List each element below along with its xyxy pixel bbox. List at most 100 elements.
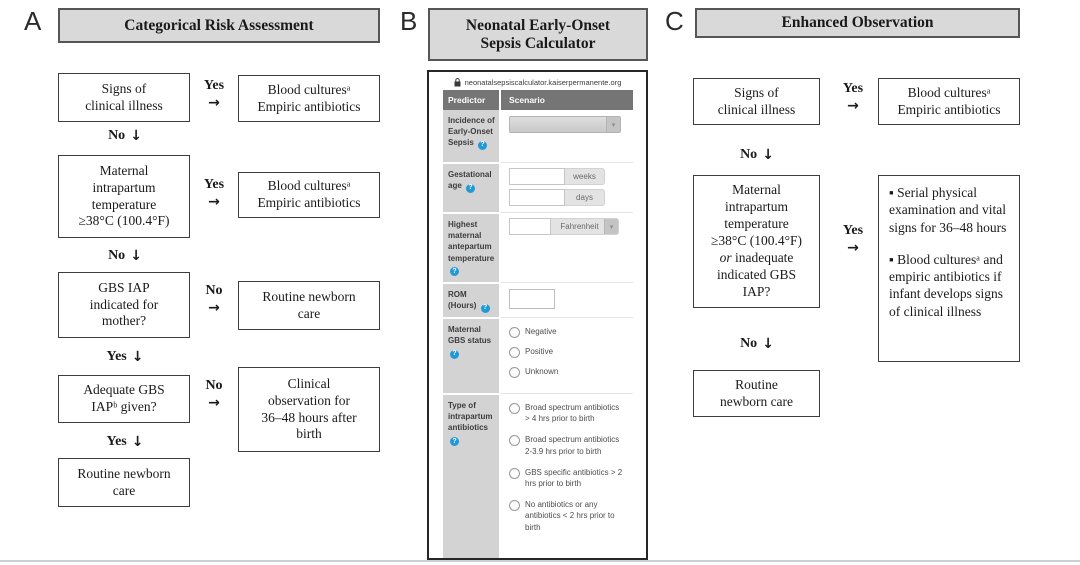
radio-option-unknown[interactable]: Unknown <box>509 366 628 378</box>
panel-c-title: Enhanced Observation <box>695 8 1020 38</box>
no-label: No <box>205 283 223 298</box>
box-maternal-temperature-or-inadequate-iap: Maternal intrapartum temperature ≥38°C (… <box>693 175 820 308</box>
radio-option-gbs-specific[interactable]: GBS specific antibiotics > 2 hrs prior t… <box>509 467 628 489</box>
dropdown-arrow-icon <box>606 117 620 132</box>
connector-yes-1-c: Yes → <box>835 81 871 112</box>
predictor-label: Type of intrapartum antibiotics <box>448 401 493 433</box>
panel-b-label: B <box>400 6 418 36</box>
connector-no-2-c: No ↓ <box>731 336 783 352</box>
predictor-cell: Gestational age ? <box>443 162 501 212</box>
box-adequate-gbs-iap: Adequate GBS IAPᵇ given? <box>58 375 190 423</box>
radio-option-broad-2-39hrs[interactable]: Broad spectrum antibiotics 2-3.9 hrs pri… <box>509 434 628 456</box>
weeks-input[interactable] <box>509 168 565 185</box>
panel-b-title: Neonatal Early-Onset Sepsis Calculator <box>428 8 648 61</box>
predictor-label: Highest maternal antepartum temperature <box>448 220 495 263</box>
scenario-cell <box>501 110 633 162</box>
temp-text-part1: Maternal intrapartum temperature ≥38°C (… <box>711 182 802 249</box>
rom-hours-input[interactable] <box>509 289 555 309</box>
panel-a-title: Categorical Risk Assessment <box>58 8 380 43</box>
connector-yes-1-a: Yes → <box>196 78 232 111</box>
panel-a-label: A <box>24 6 42 36</box>
or-word: or <box>719 249 732 265</box>
days-input[interactable] <box>509 189 565 206</box>
help-icon[interactable]: ? <box>450 267 459 277</box>
yes-label: Yes <box>203 177 225 192</box>
weeks-unit-label: weeks <box>565 168 605 185</box>
help-icon[interactable]: ? <box>450 349 459 359</box>
right-arrow-icon: → <box>208 193 220 210</box>
yes-label: Yes <box>106 434 127 449</box>
right-arrow-icon: → <box>208 394 220 411</box>
connector-yes-2-c: Yes → <box>835 223 871 254</box>
predictor-cell: ROM (Hours) ? <box>443 282 501 317</box>
bullet-serial-examination: ▪ Serial physical examination and vital … <box>889 185 1007 235</box>
radio-button-icon[interactable] <box>509 327 520 338</box>
temperature-input[interactable] <box>509 218 551 235</box>
help-icon[interactable]: ? <box>480 303 490 313</box>
box-maternal-temperature-a: Maternal intrapartum temperature ≥38°C (… <box>58 155 190 238</box>
radio-button-icon[interactable] <box>509 347 520 358</box>
predictor-label: Incidence of Early-Onset Sepsis <box>448 116 495 148</box>
radio-label: Unknown <box>525 367 559 376</box>
scenario-cell: weeks days <box>501 162 633 212</box>
scenario-cell: Negative Positive Unknown <box>501 317 633 393</box>
calc-row-incidence: Incidence of Early-Onset Sepsis ? <box>443 110 633 162</box>
radio-button-icon[interactable] <box>509 403 520 414</box>
temperature-unit-select[interactable]: Fahrenheit <box>551 218 619 235</box>
radio-button-icon[interactable] <box>509 367 520 378</box>
column-header-scenario: Scenario <box>501 90 633 110</box>
yes-label: Yes <box>106 349 127 364</box>
figure-bottom-border <box>0 560 1080 562</box>
calc-row-temperature: Highest maternal antepartum temperature … <box>443 212 633 282</box>
incidence-select[interactable] <box>509 116 621 133</box>
box-blood-cultures-1-a: Blood culturesᵃ Empiric antibiotics <box>238 75 380 122</box>
box-routine-newborn-care-2-a: Routine newborn care <box>58 458 190 507</box>
radio-option-negative[interactable]: Negative <box>509 326 628 338</box>
no-label: No <box>108 248 126 263</box>
browser-address-bar: neonatalsepsiscalculator.kaiserpermanent… <box>429 75 646 89</box>
predictor-label: Gestational age <box>448 170 492 191</box>
radio-label: Broad spectrum antibiotics 2-3.9 hrs pri… <box>525 435 620 456</box>
calc-row-rom: ROM (Hours) ? <box>443 282 633 317</box>
no-label: No <box>205 378 223 393</box>
connector-no-1-c: No ↓ <box>731 147 783 163</box>
calculator-table: Predictor Scenario Incidence of Early-On… <box>443 90 633 558</box>
radio-label: Negative <box>525 327 557 336</box>
days-unit-label: days <box>565 189 605 206</box>
help-icon[interactable]: ? <box>478 140 488 150</box>
column-header-predictor: Predictor <box>443 90 501 110</box>
connector-no-3-a: No → <box>196 283 232 314</box>
radio-label: No antibiotics or any antibiotics < 2 hr… <box>525 500 615 532</box>
down-arrow-icon: ↓ <box>762 336 774 352</box>
yes-label: Yes <box>203 78 225 93</box>
box-gbs-iap-indicated: GBS IAP indicated for mother? <box>58 272 190 338</box>
calc-row-gestational-age: Gestational age ? weeks days <box>443 162 633 212</box>
no-label: No <box>740 336 758 351</box>
help-icon[interactable]: ? <box>450 436 459 446</box>
connector-yes-3-a: Yes ↓ <box>99 349 151 365</box>
radio-option-positive[interactable]: Positive <box>509 346 628 358</box>
radio-button-icon[interactable] <box>509 467 520 479</box>
down-arrow-icon: ↓ <box>131 434 144 450</box>
radio-button-icon[interactable] <box>509 500 520 512</box>
connector-yes-4-a: Yes ↓ <box>99 434 151 450</box>
radio-option-broad-4hrs[interactable]: Broad spectrum antibiotics > 4 hrs prior… <box>509 402 628 424</box>
radio-label: Broad spectrum antibiotics > 4 hrs prior… <box>525 403 620 424</box>
help-icon[interactable]: ? <box>466 183 476 193</box>
connector-no-2-a: No ↓ <box>99 248 151 264</box>
predictor-label: Maternal GBS status <box>448 325 492 346</box>
radio-button-icon[interactable] <box>509 435 520 447</box>
predictor-cell: Maternal GBS status ? <box>443 317 501 393</box>
scenario-cell: Fahrenheit <box>501 212 633 282</box>
box-routine-newborn-care-1-a: Routine newborn care <box>238 281 380 330</box>
predictor-label: ROM (Hours) <box>448 290 477 311</box>
down-arrow-icon: ↓ <box>131 349 144 365</box>
box-signs-of-clinical-illness-c: Signs of clinical illness <box>693 78 820 125</box>
down-arrow-icon: ↓ <box>130 128 142 144</box>
radio-option-no-antibiotics[interactable]: No antibiotics or any antibiotics < 2 hr… <box>509 499 628 533</box>
right-arrow-icon: → <box>208 94 220 111</box>
connector-no-1-a: No ↓ <box>99 128 151 144</box>
box-enhanced-observation-actions: ▪ Serial physical examination and vital … <box>878 175 1020 362</box>
no-label: No <box>740 147 758 162</box>
